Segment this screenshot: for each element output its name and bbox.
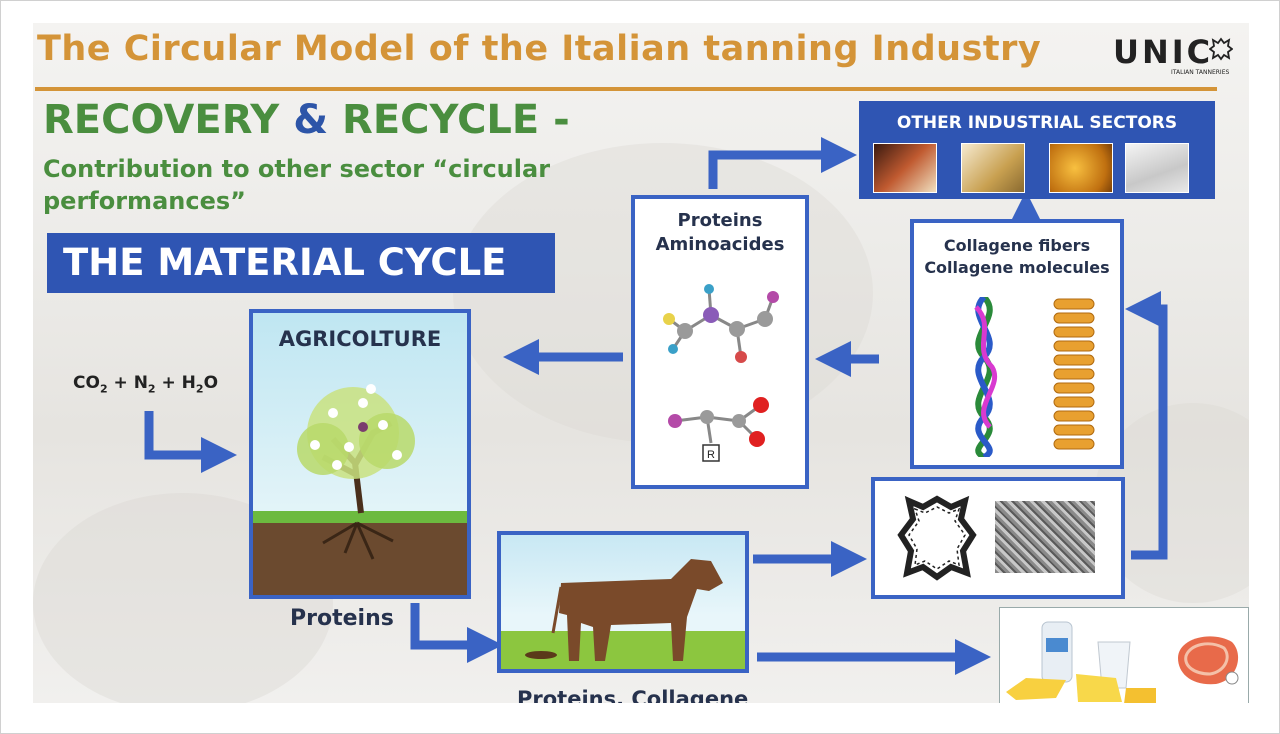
aminoacides-line2: Aminoacides xyxy=(655,234,785,255)
logo-text: UNIC xyxy=(1113,33,1214,71)
chemical-inputs: CO2 + N2 + H2O xyxy=(73,373,218,395)
dairy-icon xyxy=(1006,621,1156,703)
r-group-label: R xyxy=(707,449,715,461)
wine-glass-icon xyxy=(873,143,937,193)
ampersand: & xyxy=(293,97,329,143)
material-cycle-banner: THE MATERIAL CYCLE xyxy=(47,233,555,293)
other-sectors-label: OTHER INDUSTRIAL SECTORS xyxy=(896,113,1178,133)
recycle-word: RECYCLE - xyxy=(342,97,570,143)
aminoacides-box: Proteins Aminoacides xyxy=(631,195,809,489)
flow-arrows xyxy=(144,137,1168,675)
h2o-h-symbol: H xyxy=(181,373,196,393)
logo-subtitle: ITALIAN TANNERIES xyxy=(1171,69,1230,76)
h2o-subscript: 2 xyxy=(195,382,204,396)
arrow-inputs-to-agriculture xyxy=(144,411,237,473)
collagene-line1: Collagene fibers xyxy=(943,236,1091,255)
cosmetics-icon xyxy=(961,143,1025,193)
recovery-word: RECOVERY xyxy=(43,97,280,143)
gelatin-icon xyxy=(1049,143,1113,193)
n2-symbol: N xyxy=(133,373,148,393)
contribution-subheading: Contribution to other sector “circular p… xyxy=(43,155,551,215)
page-title: The Circular Model of the Italian tannin… xyxy=(37,29,1042,69)
collagene-label: Collagene fibers Collagene molecules xyxy=(914,235,1120,279)
plus-sign: + xyxy=(161,373,176,393)
n2-subscript: 2 xyxy=(147,382,156,396)
arrow-leather-to-collagene xyxy=(1125,291,1168,560)
livestock-box xyxy=(497,531,749,673)
h2o-o-symbol: O xyxy=(203,373,219,393)
food-products-box xyxy=(999,607,1249,703)
collagene-box: Collagene fibers Collagene molecules xyxy=(910,219,1124,469)
recovery-recycle-heading: RECOVERY & RECYCLE - xyxy=(43,97,570,143)
aminoacides-label: Proteins Aminoacides xyxy=(635,209,805,257)
collagen-helix-icon xyxy=(974,297,1095,457)
molecule-icon: R xyxy=(663,284,779,462)
proteins-label: Proteins xyxy=(290,606,394,631)
other-sectors-box: OTHER INDUSTRIAL SECTORS xyxy=(859,101,1215,199)
leather-box xyxy=(871,477,1125,599)
plus-sign: + xyxy=(113,373,128,393)
arrow-amino-to-other xyxy=(708,137,857,189)
slide: The Circular Model of the Italian tannin… xyxy=(33,23,1249,703)
grass xyxy=(501,631,745,669)
aminoacides-line1: Proteins xyxy=(677,210,763,231)
meat-icon xyxy=(1178,636,1239,685)
agriculture-box: AGRICOLTURE xyxy=(249,309,471,599)
arrow-agriculture-to-cow xyxy=(410,603,503,663)
title-underline xyxy=(35,87,1217,91)
collagene-line2: Collagene molecules xyxy=(924,258,1110,277)
co2-symbol: CO xyxy=(73,373,100,393)
agriculture-label: AGRICOLTURE xyxy=(278,327,442,351)
leather-hide-icon xyxy=(897,495,977,581)
leather-shavings-icon xyxy=(995,501,1095,573)
proteins-collagene-label: Proteins, Collagene xyxy=(517,687,749,703)
co2-subscript: 2 xyxy=(99,382,108,396)
cow-icon xyxy=(525,559,723,661)
unic-logo: UNIC ITALIAN TANNERIES xyxy=(1113,33,1233,76)
tree-icon xyxy=(253,384,467,595)
logo-leather-icon xyxy=(1209,37,1233,61)
paper-stack-icon xyxy=(1125,143,1189,193)
